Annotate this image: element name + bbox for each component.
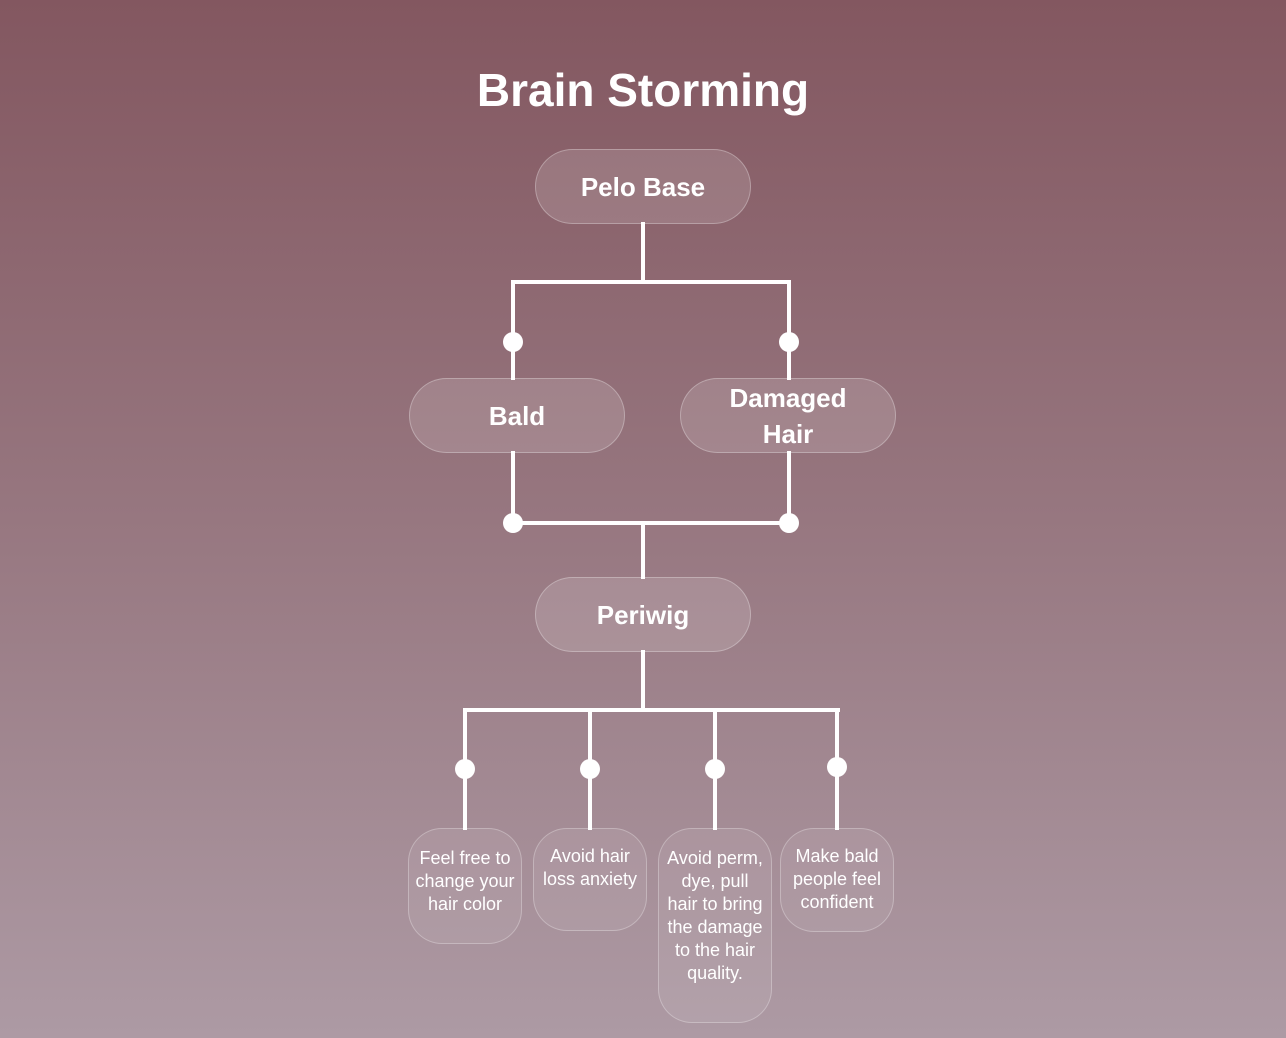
leaf-avoid-hair-loss-anxiety[interactable]: Avoid hair loss anxiety xyxy=(533,828,647,931)
connector-dot xyxy=(503,332,523,352)
leaf-label: Feel free to change your hair color xyxy=(415,848,515,914)
node-label: Periwig xyxy=(596,599,690,630)
connector-dot xyxy=(705,759,725,779)
node-periwig[interactable]: Periwig xyxy=(535,577,751,652)
connector-dot xyxy=(827,757,847,777)
leaf-label: Make bald people feel confident xyxy=(792,846,882,912)
node-pelo-base[interactable]: Pelo Base xyxy=(535,149,751,224)
connector-dot xyxy=(779,332,799,352)
leaf-make-bald-confident[interactable]: Make bald people feel confident xyxy=(780,828,894,932)
connector-dot xyxy=(580,759,600,779)
connector-dot xyxy=(455,759,475,779)
connector-dot xyxy=(779,513,799,533)
leaf-label: Avoid perm, dye, pull hair to bring the … xyxy=(667,848,763,983)
connector-dot xyxy=(503,513,523,533)
leaf-change-hair-color[interactable]: Feel free to change your hair color xyxy=(408,828,522,944)
node-label: Bald xyxy=(488,400,546,431)
node-bald[interactable]: Bald xyxy=(409,378,625,453)
node-label: Pelo Base xyxy=(580,171,706,202)
node-label: Damaged Hair xyxy=(729,382,847,449)
leaf-avoid-perm-dye[interactable]: Avoid perm, dye, pull hair to bring the … xyxy=(658,828,772,1023)
leaf-label: Avoid hair loss anxiety xyxy=(542,846,638,889)
node-damaged-hair[interactable]: Damaged Hair xyxy=(680,378,896,453)
diagram-title: Brain Storming xyxy=(476,64,810,116)
